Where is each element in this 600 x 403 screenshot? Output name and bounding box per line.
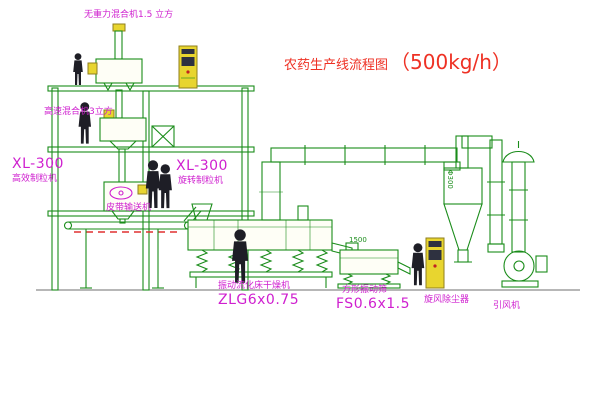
- title-text: 农药生产线流程图: [284, 58, 389, 73]
- cyclone: [443, 135, 483, 263]
- building-frame: [47, 85, 255, 291]
- vibrating-screen: [337, 242, 411, 289]
- operator-cabinet: [411, 243, 425, 286]
- operator-roof: [73, 53, 83, 85]
- title-capacity: （500kg/h）: [390, 50, 512, 74]
- granulator: [103, 181, 150, 224]
- operator-floor3-b: [158, 164, 172, 209]
- label-dryer-name: 振动流化床干燥机: [218, 281, 291, 291]
- label-granulator-left-model: XL-300: [12, 156, 64, 172]
- dimension-screen-width: 1500: [349, 236, 367, 244]
- label-granulator-left-name: 高效制粒机: [12, 174, 58, 184]
- label-dryer-model: ZLG6x0.75: [218, 292, 300, 308]
- high-speed-mixer: [99, 109, 147, 183]
- label-screen-name: 方形振动筛: [342, 285, 388, 295]
- label-granulator-mid-model: XL-300: [176, 158, 228, 174]
- control-cabinet-1: [178, 45, 198, 89]
- storage-bin: [151, 125, 175, 148]
- control-cabinet-2: [425, 237, 445, 289]
- label-high-speed-mixer: 高速混合机3立方: [44, 107, 113, 117]
- label-fan-name: 引风机: [493, 301, 521, 311]
- label-belt-conveyor: 皮带输送机: [106, 203, 152, 213]
- belt-conveyor: [63, 206, 202, 289]
- diagram-title: 农药生产线流程图 （500kg/h）: [284, 46, 512, 75]
- label-granulator-mid-name: 旋转制粒机: [178, 176, 224, 186]
- label-gravity-mixer: 无重力混合机1.5 立方: [84, 10, 174, 20]
- gravity-mixer: [87, 23, 143, 119]
- exhaust-duct: [270, 145, 461, 171]
- label-cyclone-name: 旋风除尘器: [424, 295, 470, 305]
- label-screen-model: FS0.6x1.5: [336, 296, 411, 312]
- fan-and-stack: [461, 135, 548, 288]
- dimension-duct-diameter: Φ300: [446, 170, 455, 189]
